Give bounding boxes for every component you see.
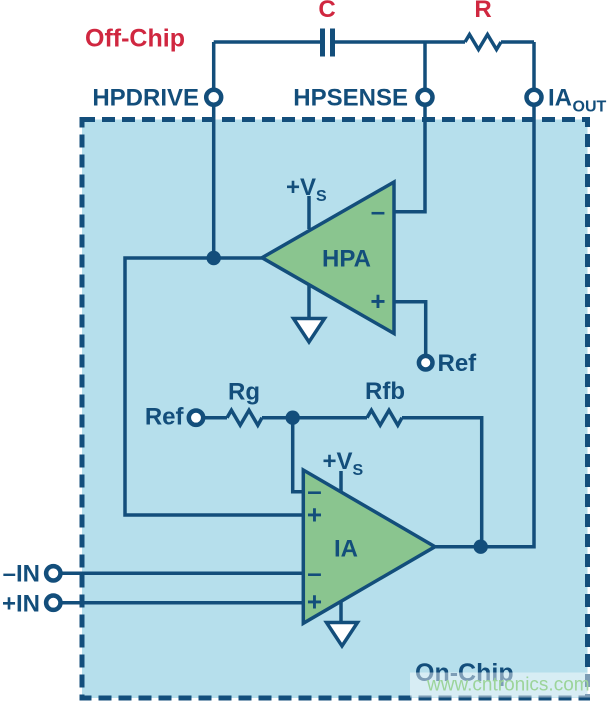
capacitor-label: C	[318, 0, 335, 23]
hpa-opamp-triangle	[258, 178, 396, 337]
wire-rfb-to-output	[402, 415, 484, 547]
resistor-rg	[225, 406, 264, 429]
hpa-ref-label: Ref	[438, 350, 478, 377]
ref-left-label: Ref	[145, 404, 185, 431]
junction-ia-output	[473, 539, 488, 554]
wire-hpa-plus-to-ref	[394, 299, 428, 363]
wire-iaout-vertical	[435, 42, 536, 549]
watermark-background	[410, 672, 610, 698]
resistor-rfb	[365, 406, 404, 429]
junction-hpdrive-output	[206, 250, 221, 266]
terminal-neg-in	[43, 563, 63, 583]
ia-vs-label: +V	[323, 448, 353, 475]
ia-opamp-triangle	[301, 466, 439, 627]
off-chip-label: Off-Chip	[85, 25, 185, 53]
terminal-iaout	[524, 87, 544, 108]
terminal-hpdrive	[203, 87, 224, 108]
terminal-pos-in	[43, 593, 63, 613]
hpa-vs-label-sub: S	[316, 188, 327, 205]
on-chip-label: On-Chip	[415, 659, 514, 687]
hpa-minus-input-sign: –	[371, 196, 385, 226]
terminal-ref-left	[186, 408, 206, 428]
hpa-ground-icon	[290, 316, 328, 346]
hpa-name-label: HPA	[322, 246, 371, 273]
ia-ground-icon	[323, 620, 361, 650]
ia-vs-label-sub: S	[353, 462, 364, 479]
terminal-hpsense	[415, 87, 435, 108]
wire-junction-to-ia-minus	[290, 417, 304, 494]
hpa-vs-label: +V	[286, 174, 316, 201]
neg-in-label: –IN	[3, 561, 40, 588]
hpsense-label: HPSENSE	[293, 85, 408, 112]
rg-label: Rg	[228, 379, 260, 406]
rfb-label: Rfb	[365, 378, 405, 405]
hpdrive-label: HPDRIVE	[92, 85, 199, 112]
resistor-label: R	[474, 0, 491, 23]
terminal-hpa-ref	[416, 353, 435, 372]
ia-fb-plus-sign: +	[307, 500, 322, 530]
iaout-label-sub: OUT	[573, 99, 607, 116]
iaout-label: IA	[548, 85, 572, 112]
ia-pos-sign: +	[307, 587, 322, 617]
ia-name-label: IA	[334, 536, 358, 563]
pos-in-label: +IN	[2, 591, 40, 618]
resistor-r	[463, 31, 503, 53]
ia-fb-minus-sign: –	[307, 476, 321, 506]
junction-rg-rfb	[285, 410, 300, 425]
hpa-plus-input-sign: +	[370, 286, 385, 316]
ia-neg-sign: –	[307, 558, 321, 588]
watermark-text: www.cntronics.com	[426, 675, 590, 696]
wire-hpa-output-feedback	[123, 256, 304, 517]
